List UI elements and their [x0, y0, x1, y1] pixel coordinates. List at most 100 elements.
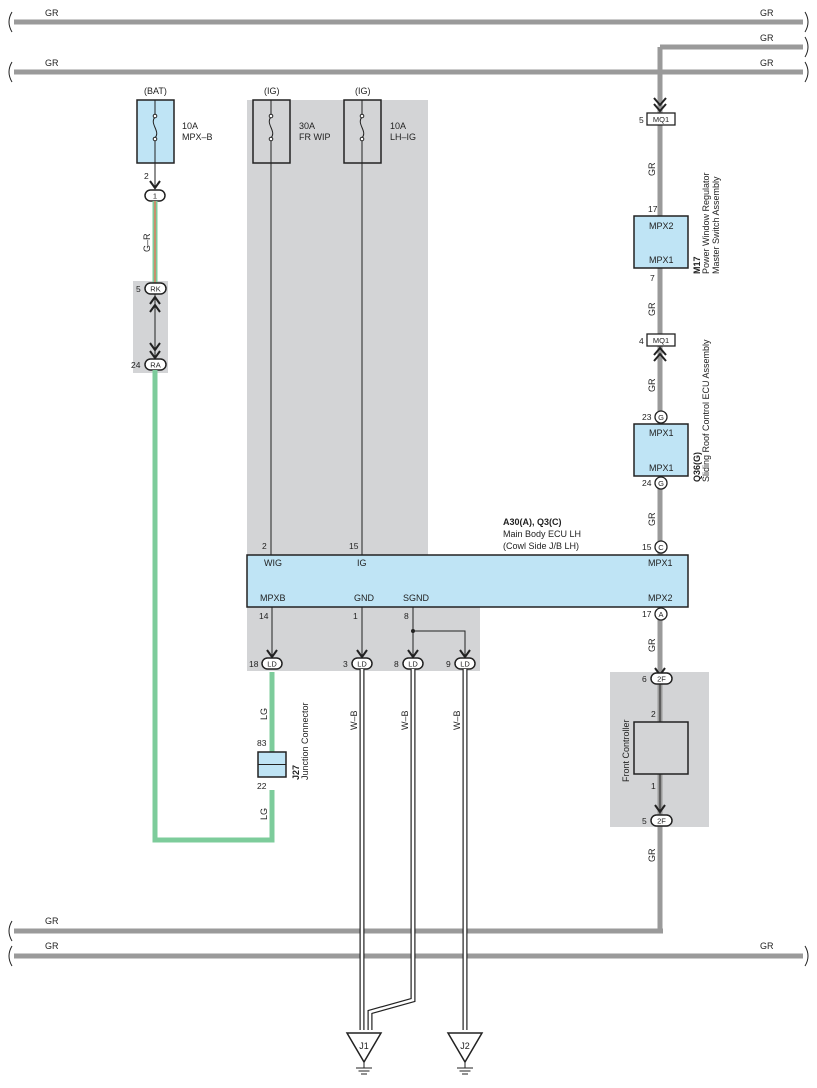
- pin-ecu-a: 17: [642, 609, 652, 619]
- wire-wb-label-2: W–B: [400, 710, 410, 730]
- connector-g-top: G: [654, 410, 668, 424]
- m17-top-label: MPX2: [649, 221, 674, 231]
- j27-code: J27: [291, 765, 301, 780]
- frwip-source-label: (IG): [264, 86, 280, 96]
- lhig-source-label: (IG): [355, 86, 371, 96]
- pin-rk: 5: [136, 284, 141, 294]
- ground-j1-label: J1: [359, 1041, 369, 1051]
- bus-line-4: GR: [8, 916, 663, 942]
- power-window-master-switch: MPX2 MPX1: [633, 215, 689, 269]
- fuse-lh-ig: [343, 99, 382, 164]
- rk-ra-shade: [133, 281, 168, 373]
- ecu-wig-label: WIG: [264, 558, 282, 568]
- connector-g-bottom: G: [654, 476, 668, 490]
- svg-text:G: G: [658, 413, 664, 422]
- pin-ld8: 8: [394, 659, 399, 669]
- q36-top-label: MPX1: [649, 428, 674, 438]
- ecu-ig-label: IG: [357, 558, 367, 568]
- ecu-mpx1-label: MPX1: [648, 558, 673, 568]
- svg-text:LD: LD: [357, 660, 367, 669]
- pin-fc-bot-conn: 5: [642, 816, 647, 826]
- m17-bottom-label: MPX1: [649, 255, 674, 265]
- pin-fc-top: 2: [651, 709, 656, 719]
- fuse-mpx-b: [136, 99, 175, 164]
- pin-mq1-top: 5: [639, 115, 644, 125]
- connector-a: A: [654, 607, 668, 621]
- wire-gr-right-2: GR: [647, 302, 657, 316]
- connector-2f-top: 2F: [650, 672, 673, 685]
- ecu-mpx2-label: MPX2: [648, 593, 673, 603]
- bus-line-3: GR GR: [8, 58, 809, 83]
- connector-c: C: [654, 540, 668, 554]
- pin-fc-bot: 1: [651, 781, 656, 791]
- svg-text:G: G: [658, 479, 664, 488]
- svg-text:MQ1: MQ1: [653, 115, 669, 124]
- sliding-roof-ecu: MPX1 MPX1: [633, 423, 689, 477]
- connector-1: 1: [144, 189, 166, 202]
- m17-line1: Power Window Regulator: [701, 172, 711, 274]
- wire-gr-label: G–R: [142, 233, 152, 252]
- ground-j2-label: J2: [460, 1041, 470, 1051]
- pin-bat-fuse: 2: [144, 171, 149, 181]
- pin-ecu-c: 15: [642, 542, 652, 552]
- bus-1-right-label: GR: [760, 8, 774, 18]
- connector-2f-bottom: 2F: [650, 814, 673, 827]
- pin-ld3: 3: [343, 659, 348, 669]
- bus-line-2: GR: [660, 33, 809, 58]
- lg-wire: [152, 370, 275, 843]
- pin-m17-top: 17: [648, 204, 658, 214]
- j27-name: Junction Connector: [300, 702, 310, 780]
- connector-ra: RA: [144, 358, 167, 371]
- wire-gr-right-5: GR: [647, 638, 657, 652]
- fuse-lh-ig-amp: 10A: [390, 121, 406, 131]
- bus-line-1: GR GR: [8, 8, 809, 33]
- svg-text:LD: LD: [460, 660, 470, 669]
- connector-mq1-top: MQ1: [646, 112, 676, 126]
- ecu-sgnd-label: SGND: [403, 593, 430, 603]
- svg-text:A: A: [658, 610, 663, 619]
- bus-5-right-label: GR: [760, 941, 774, 951]
- ecu-mpxb-label: MPXB: [260, 593, 286, 603]
- pin-wig: 2: [262, 541, 267, 551]
- fuse-mpx-b-amp: 10A: [182, 121, 198, 131]
- bus-2-label: GR: [760, 33, 774, 43]
- fuse-mpx-b-name: MPX–B: [182, 132, 213, 142]
- connector-mq1-bottom: MQ1: [646, 333, 676, 347]
- pin-sgnd: 8: [404, 611, 409, 621]
- ecu-line1: Main Body ECU LH: [503, 529, 581, 539]
- svg-text:RA: RA: [150, 361, 160, 370]
- wire-gr-right-3: GR: [647, 378, 657, 392]
- junction-connector-j27: [257, 751, 287, 778]
- bus-5-left-label: GR: [45, 941, 59, 951]
- m17-line2: Master Switch Assembly: [711, 176, 721, 274]
- pin-ra: 24: [131, 360, 141, 370]
- m17-code: M17: [692, 256, 702, 274]
- svg-text:RK: RK: [150, 285, 160, 294]
- pin-mq1-bot: 4: [639, 336, 644, 346]
- pin-fc-top-conn: 6: [642, 674, 647, 684]
- svg-text:C: C: [658, 543, 664, 552]
- svg-text:MQ1: MQ1: [653, 336, 669, 345]
- q36-bottom-label: MPX1: [649, 463, 674, 473]
- wire-gr-right-6: GR: [647, 848, 657, 862]
- fuse-fr-wip-name: FR WIP: [299, 132, 331, 142]
- q36-code: Q36(G): [692, 452, 702, 482]
- fuse-fr-wip: [252, 99, 291, 164]
- connector-ld-18: LD: [261, 657, 283, 670]
- wire-gr-right-1: GR: [647, 162, 657, 176]
- wb-wire-j1-b: [367, 669, 416, 1030]
- main-body-ecu: WIG IG MPX1 MPXB GND SGND MPX2: [246, 554, 689, 608]
- svg-text:2F: 2F: [657, 817, 666, 826]
- ecu-title: A30(A), Q3(C): [503, 517, 562, 527]
- wire-wb-label-1: W–B: [349, 710, 359, 730]
- q36-line1: Sliding Roof Control ECU Assembly: [701, 339, 711, 482]
- fuse-fr-wip-amp: 30A: [299, 121, 315, 131]
- ecu-line2: (Cowl Side J/B LH): [503, 541, 579, 551]
- svg-text:2F: 2F: [657, 675, 666, 684]
- bus-1-left-label: GR: [45, 8, 59, 18]
- ground-j2: J2: [446, 1032, 484, 1075]
- pin-ig: 15: [349, 541, 359, 551]
- pin-m17-bot: 7: [650, 273, 655, 283]
- front-controller-name: Front Controller: [621, 719, 631, 782]
